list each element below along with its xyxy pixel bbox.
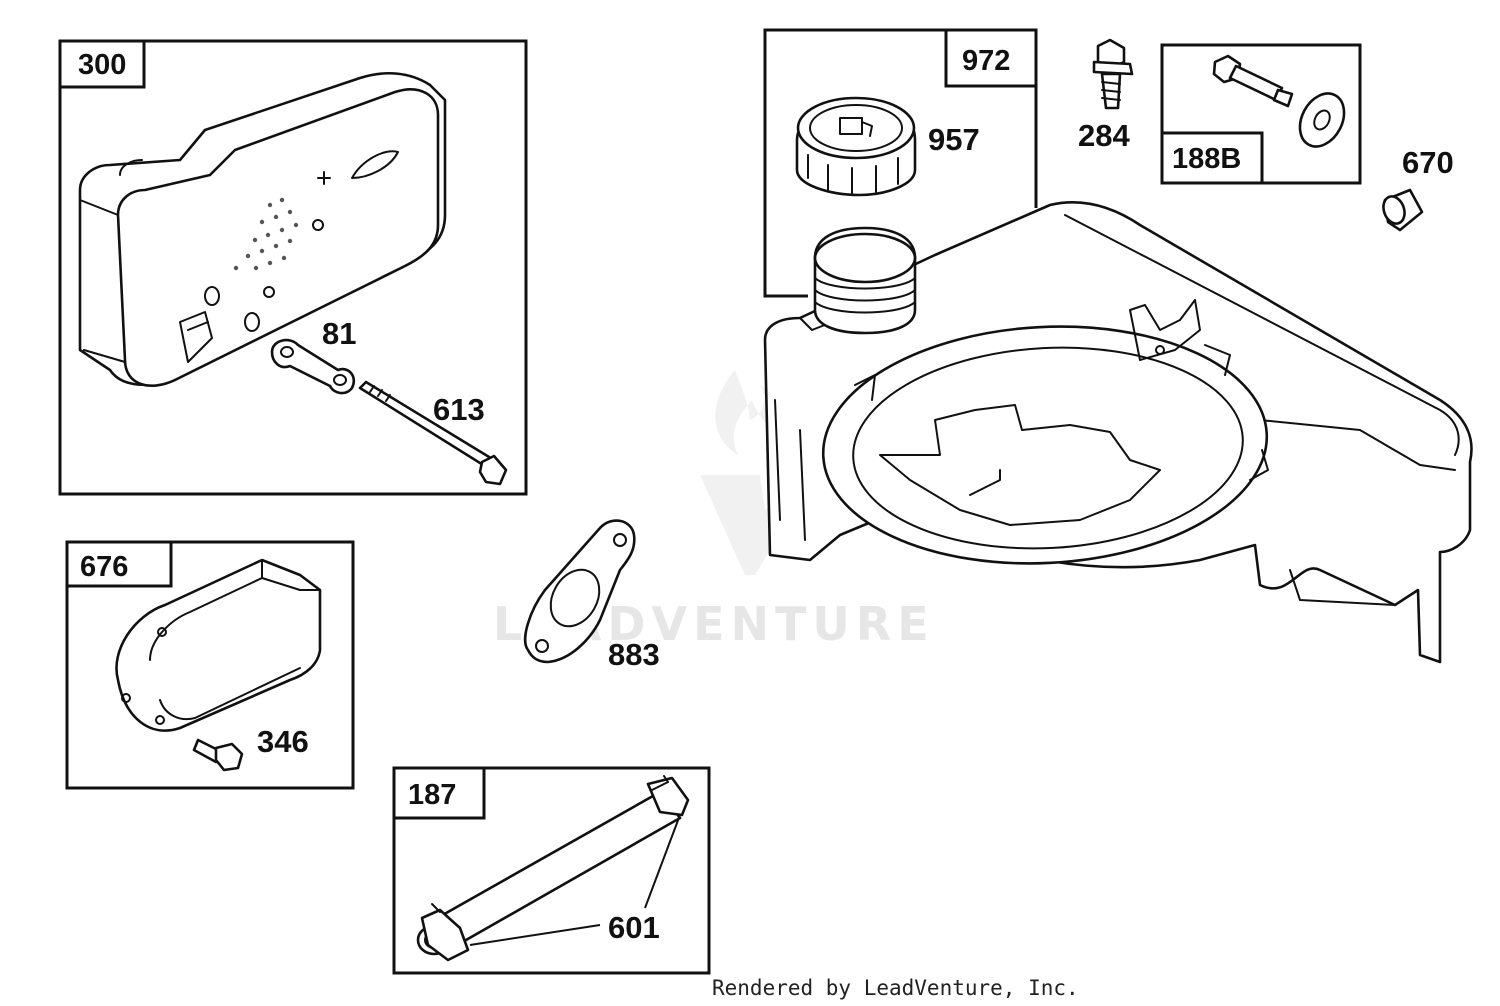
label-346: 346 [257, 724, 309, 759]
group-676: 676 346 [65, 540, 355, 790]
label-284: 284 [1078, 118, 1130, 153]
muffler-part [78, 72, 447, 388]
screw-284-part [1092, 38, 1134, 110]
label-81: 81 [322, 316, 356, 351]
box-676-frame [65, 540, 355, 790]
leader-601-b [644, 814, 681, 909]
box-676-tab [65, 540, 173, 588]
lock-plate-part [270, 338, 356, 395]
label-883: 883 [608, 637, 660, 672]
screw-part [192, 738, 244, 772]
box-187-frame [392, 766, 711, 975]
label-957: 957 [928, 122, 980, 157]
footer-credit: Rendered by LeadVenture, Inc. [712, 976, 1079, 1000]
label-188b: 188B [1172, 143, 1241, 175]
breather-tube-part [416, 775, 690, 962]
muffler-vent-holes [233, 197, 299, 271]
box-188b-tab [1160, 131, 1264, 185]
box-972-frame [763, 28, 1038, 298]
box-300-frame [58, 39, 528, 496]
label-676: 676 [80, 551, 128, 583]
label-613: 613 [433, 392, 485, 427]
label-300: 300 [78, 49, 126, 81]
washer-part [1298, 92, 1346, 148]
gasket-part [523, 519, 636, 664]
box-187-tab [392, 766, 486, 820]
label-670: 670 [1402, 145, 1454, 180]
box-972-tab [944, 28, 1038, 88]
group-187: 187 601 [392, 766, 711, 975]
group-188b: 188B [1160, 43, 1362, 185]
muffler-guard-part [115, 558, 322, 732]
fuel-cap-part [795, 96, 917, 197]
stud-part [358, 380, 508, 486]
shoulder-bolt-part [1212, 54, 1294, 108]
bushing-part [1382, 188, 1424, 232]
group-972: 972 957 [763, 28, 1038, 298]
label-601: 601 [608, 910, 660, 945]
leader-601-a [469, 924, 601, 946]
group-300: 300 [58, 39, 528, 496]
box-300-tab [58, 39, 146, 89]
label-972: 972 [962, 45, 1010, 77]
label-187: 187 [408, 779, 456, 811]
fuel-tank-housing-part [763, 201, 1473, 664]
